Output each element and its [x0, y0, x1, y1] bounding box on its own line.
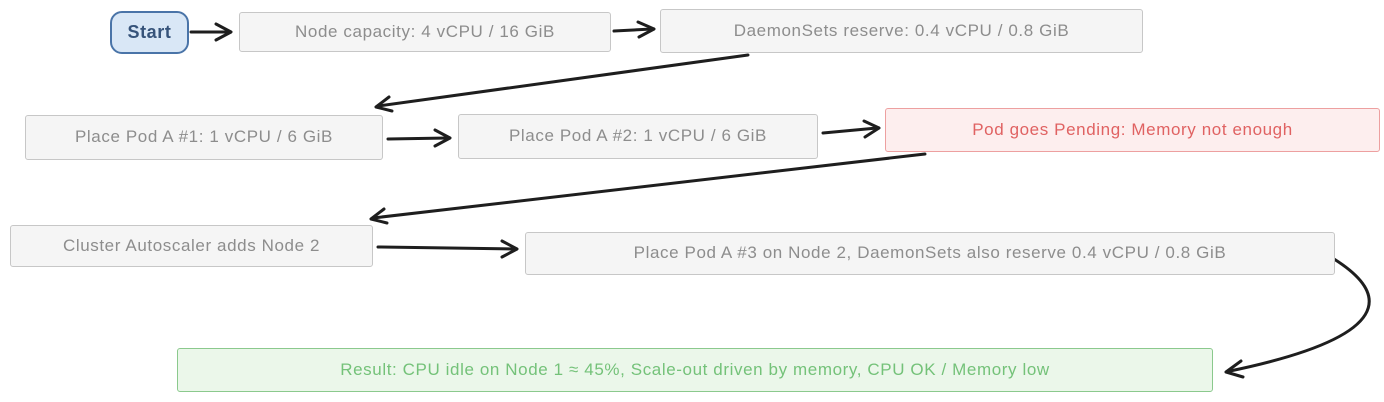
flow-node-node-capacity-label: Node capacity: 4 vCPU / 16 GiB [295, 21, 555, 41]
flow-node-daemonsets-reserve-label: DaemonSets reserve: 0.4 vCPU / 0.8 GiB [733, 20, 1070, 40]
flow-node-daemonsets-reserve: DaemonSets reserve: 0.4 vCPU / 0.8 GiB [660, 9, 1143, 53]
flow-node-cluster-autoscaler: Cluster Autoscaler adds Node 2 [10, 225, 373, 267]
flow-node-place-pod-a1: Place Pod A #1: 1 vCPU / 6 GiB [25, 115, 383, 160]
flow-node-place-pod-a3: Place Pod A #3 on Node 2, DaemonSets als… [525, 232, 1335, 275]
flow-node-pod-pending-label: Pod goes Pending: Memory not enough [972, 119, 1293, 139]
edge-start-to-node-capacity [189, 22, 233, 42]
edge-daemonsets-reserve-to-place-pod-a1 [374, 53, 750, 113]
flow-node-cluster-autoscaler-label: Cluster Autoscaler adds Node 2 [62, 235, 321, 255]
flow-node-node-capacity: Node capacity: 4 vCPU / 16 GiB [239, 12, 611, 52]
flow-node-start-label: Start [127, 21, 172, 42]
edge-place-pod-a2-to-pod-pending [821, 119, 881, 139]
flow-node-place-pod-a2-label: Place Pod A #2: 1 vCPU / 6 GiB [508, 126, 768, 146]
edge-node-capacity-to-daemonsets-reserve [612, 20, 656, 39]
flow-node-start: Start [110, 11, 189, 54]
edge-cluster-autoscaler-to-place-pod-a3 [376, 239, 519, 259]
flow-node-result: Result: CPU idle on Node 1 ≈ 45%, Scale-… [177, 348, 1213, 392]
edge-pod-pending-to-cluster-autoscaler [369, 152, 927, 225]
edge-place-pod-a3-to-result [1224, 257, 1371, 379]
flow-node-result-label: Result: CPU idle on Node 1 ≈ 45%, Scale-… [340, 359, 1050, 379]
flow-node-place-pod-a1-label: Place Pod A #1: 1 vCPU / 6 GiB [74, 127, 334, 147]
flow-node-pod-pending: Pod goes Pending: Memory not enough [885, 108, 1380, 152]
flow-node-place-pod-a2: Place Pod A #2: 1 vCPU / 6 GiB [458, 114, 818, 159]
flow-node-place-pod-a3-label: Place Pod A #3 on Node 2, DaemonSets als… [633, 243, 1227, 263]
edge-place-pod-a1-to-place-pod-a2 [386, 128, 452, 148]
